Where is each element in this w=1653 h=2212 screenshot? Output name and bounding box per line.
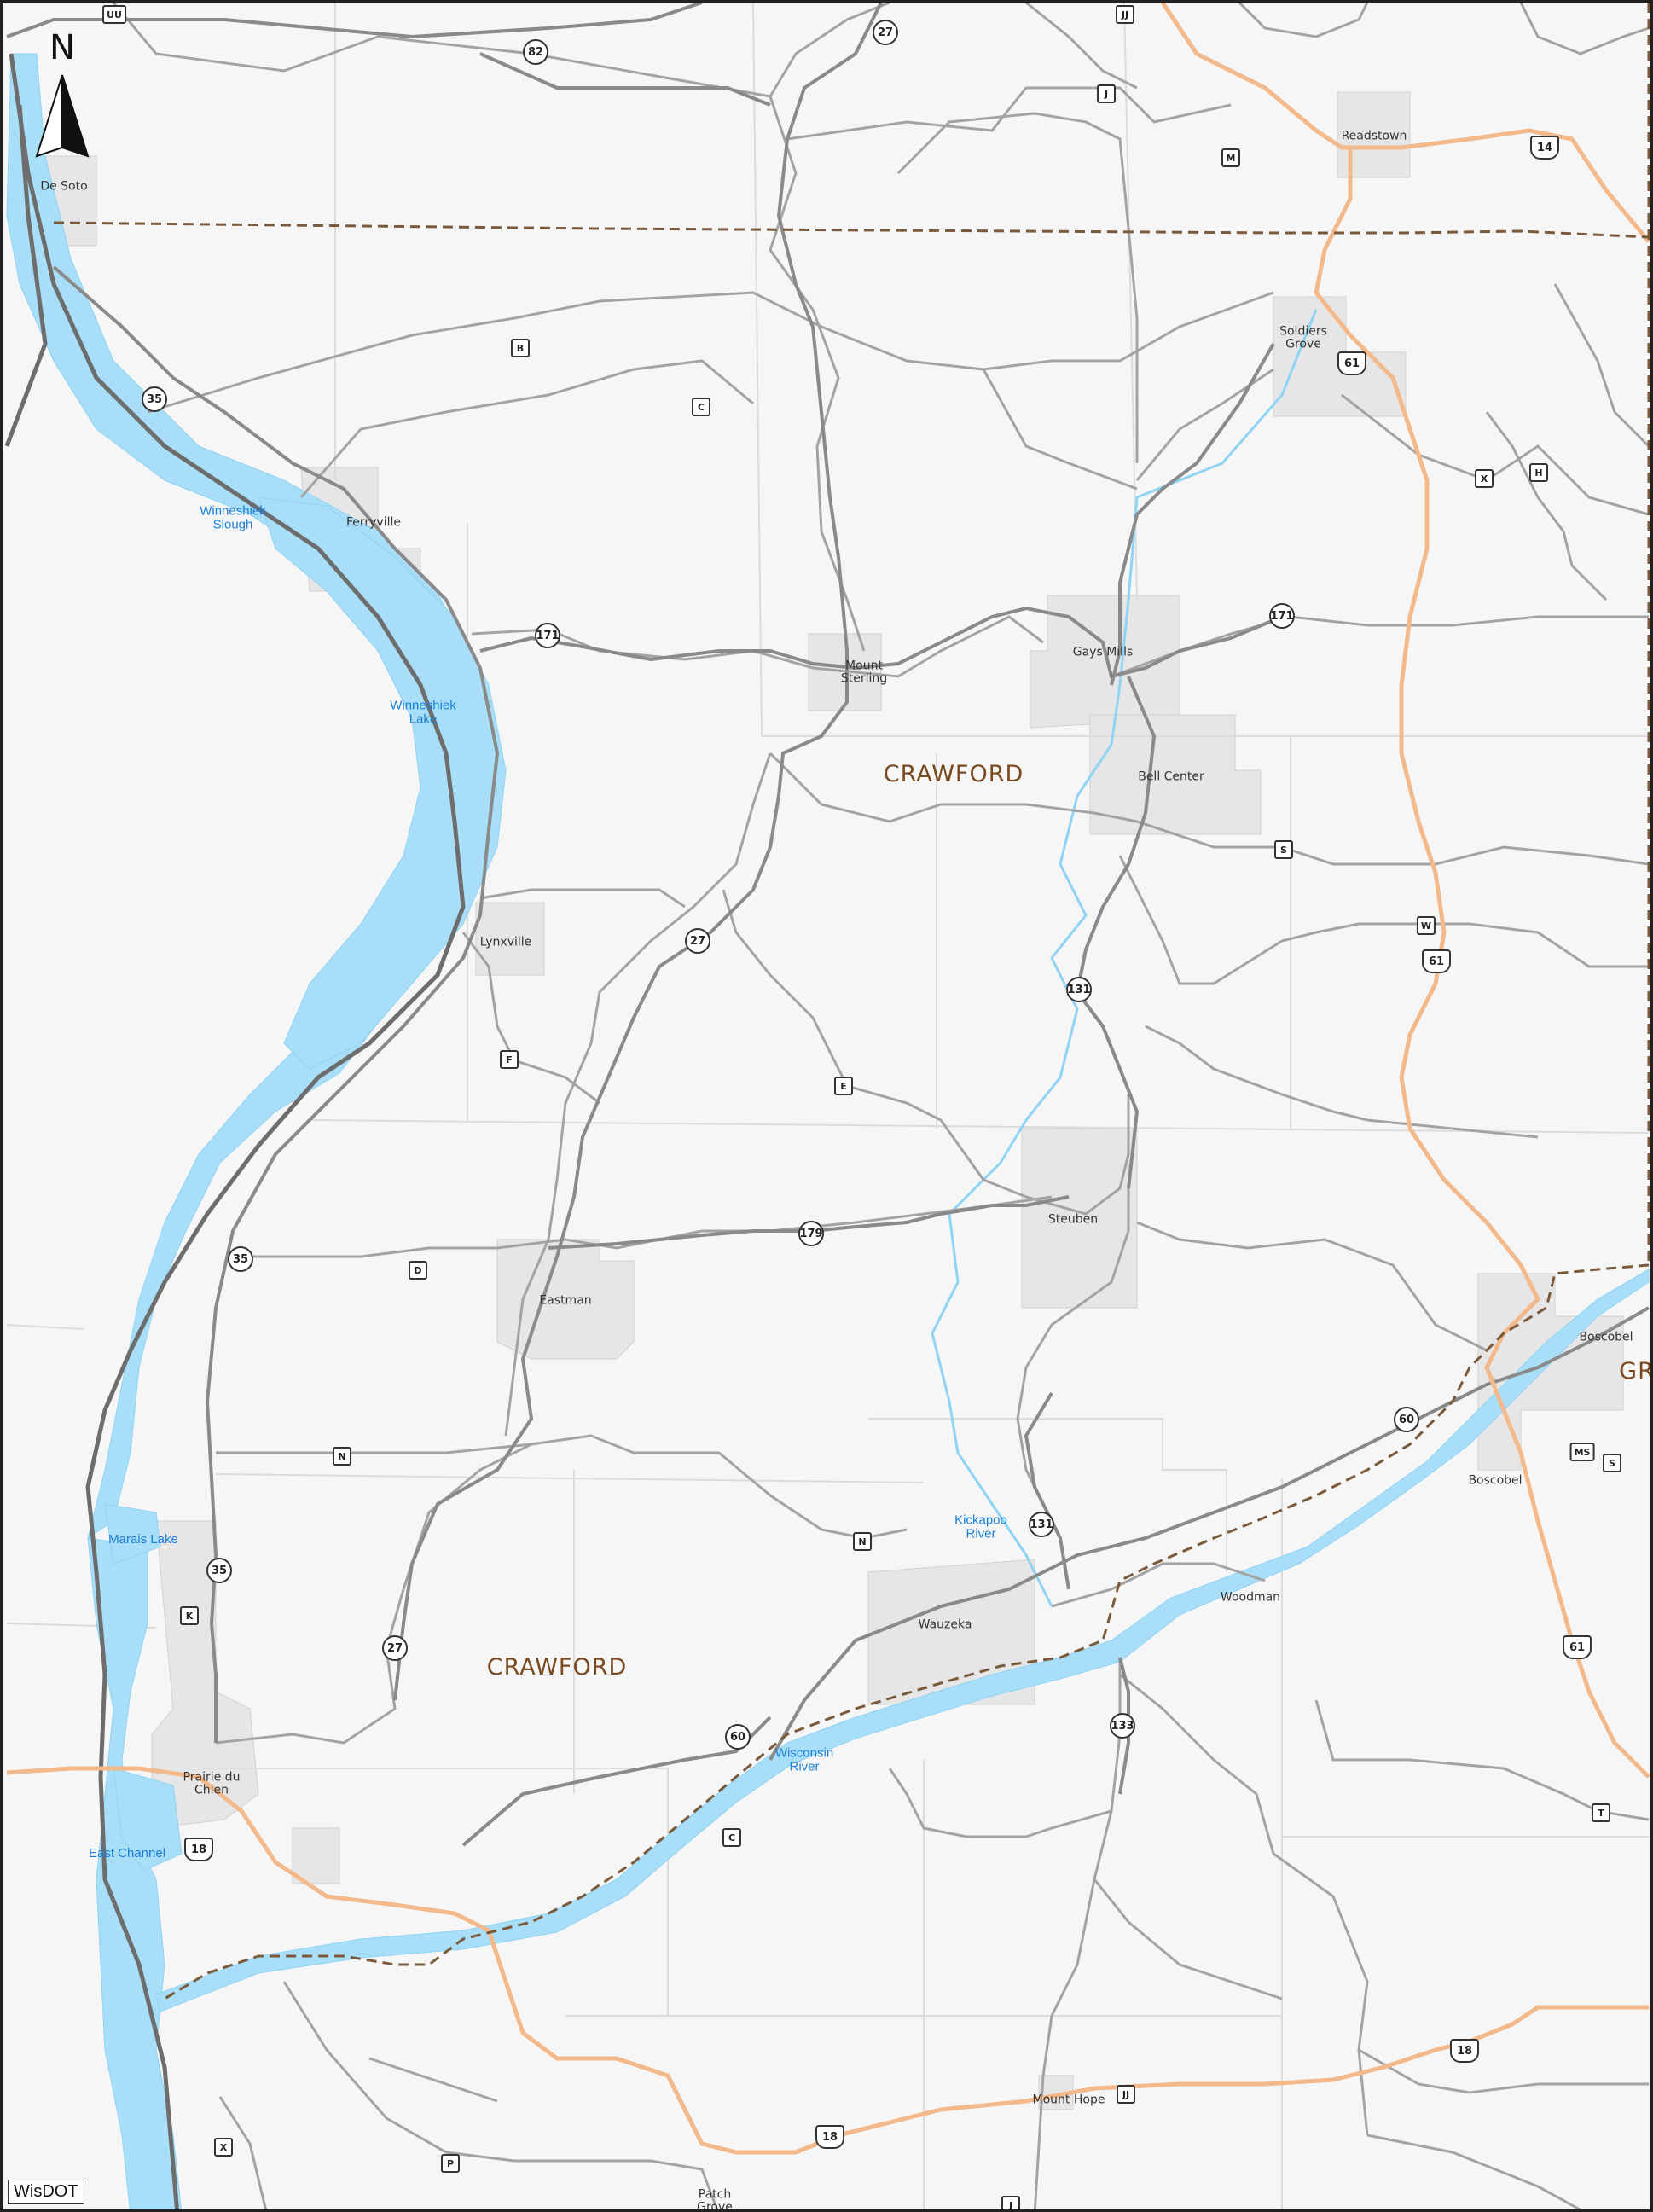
- state-route-shield: 131: [1029, 1512, 1054, 1537]
- state-route-shield: 131: [1066, 977, 1092, 1002]
- state-route-shield: 179: [798, 1221, 824, 1246]
- county-road-shield: JJ: [1116, 2085, 1135, 2104]
- county-road-shield: T: [1592, 1803, 1610, 1822]
- county-road-shield: X: [1475, 469, 1494, 488]
- north-arrow-letter: N: [49, 28, 75, 67]
- water-bodies: [6, 53, 1650, 2209]
- county-road-shield: W: [1416, 916, 1436, 935]
- state-route-shield: 35: [228, 1246, 253, 1272]
- us-route-shield: 61: [1563, 1635, 1592, 1659]
- state-route-shield: 60: [725, 1724, 751, 1750]
- town-label-boscobel-south: Boscobel: [1468, 1473, 1522, 1488]
- wisconsin-river-channel: [155, 1269, 1650, 2012]
- state-route-shield: 171: [1269, 603, 1295, 629]
- urban-area-wauzeka: [867, 1559, 1035, 1705]
- town-label-soldiers-grove: Soldiers Grove: [1279, 324, 1327, 351]
- winneshiek-lake: [258, 496, 507, 1070]
- county-road-shield: K: [180, 1606, 199, 1625]
- state-route-shield: 27: [382, 1635, 408, 1661]
- county-road-shield: B: [511, 339, 530, 357]
- township-lines: [6, 3, 1650, 2209]
- source-credit: WisDOT: [8, 2180, 84, 2204]
- county-road-shield: C: [722, 1828, 741, 1847]
- town-label-patch-grove: Patch Grove: [697, 2187, 733, 2212]
- water-label-wisconsin-river: Wisconsin River: [774, 1745, 834, 1774]
- town-label-de-soto: De Soto: [40, 179, 88, 194]
- us-route-shield: 14: [1530, 136, 1559, 160]
- map-canvas: [4, 3, 1650, 2209]
- state-route-shield: 60: [1394, 1407, 1419, 1432]
- town-label-lynxville: Lynxville: [479, 935, 532, 949]
- urban-area-prairie-south: [292, 1827, 340, 1884]
- north-arrow: N: [28, 28, 96, 165]
- county-road-shield: N: [333, 1447, 351, 1466]
- local-roads: [112, 3, 1650, 2209]
- county-road-shield: MS: [1569, 1443, 1595, 1461]
- town-label-mount-hope: Mount Hope: [1032, 2093, 1105, 2107]
- county-road-shield: J: [1097, 84, 1116, 103]
- state-route-shield: 35: [142, 386, 167, 412]
- urban-area-prairie-du-chien: [151, 1520, 259, 1829]
- railroads: [4, 53, 466, 2209]
- kickapoo-river: [931, 309, 1318, 1607]
- town-label-bell-center: Bell Center: [1138, 769, 1204, 784]
- county-road-shield: UU: [102, 5, 126, 24]
- town-label-wauzeka: Wauzeka: [918, 1617, 972, 1632]
- us-route-shield: 18: [184, 1838, 213, 1861]
- us-route-shield: 61: [1337, 351, 1366, 375]
- us-highways: [6, 3, 1650, 2155]
- county-road-shield: H: [1529, 463, 1548, 482]
- state-route-shield: 171: [535, 623, 560, 648]
- town-label-readstown: Readstown: [1341, 129, 1407, 143]
- us-route-shield: 18: [815, 2125, 844, 2149]
- county-road-shield: S: [1603, 1454, 1621, 1472]
- county-road-shield: N: [853, 1532, 872, 1551]
- town-label-steuben: Steuben: [1047, 1212, 1099, 1227]
- county-road-shield: C: [692, 398, 710, 416]
- county-road-shield: P: [441, 2154, 460, 2173]
- town-label-ferryville: Ferryville: [345, 515, 402, 530]
- north-arrow-icon: [35, 74, 90, 158]
- state-route-shield: 27: [873, 20, 898, 45]
- urban-area-readstown: [1337, 91, 1411, 178]
- town-label-woodman: Woodman: [1220, 1590, 1281, 1605]
- county-label-crawford-north: CRAWFORD: [883, 760, 1024, 787]
- east-channel: [113, 1768, 183, 1872]
- town-label-mount-sterling: Mount Sterling: [840, 659, 888, 685]
- state-route-shield: 82: [523, 39, 548, 65]
- county-road-shield: E: [834, 1077, 853, 1095]
- urban-area-gays-mills: [1030, 595, 1180, 729]
- state-route-shield: 27: [685, 928, 710, 954]
- county-lines: [53, 3, 1650, 2000]
- marais-lake: [104, 1503, 161, 1565]
- urban-area-bell-center: [1089, 714, 1262, 835]
- county-label-crawford-south: CRAWFORD: [486, 1653, 628, 1681]
- us-route-shield: 61: [1422, 949, 1451, 973]
- state-route-shield: 133: [1110, 1713, 1135, 1739]
- town-label-boscobel-north: Boscobel: [1579, 1330, 1633, 1344]
- county-road-shield: S: [1274, 840, 1293, 859]
- county-road-shield: M: [1221, 148, 1240, 167]
- water-label-winneshiek-lake: Winneshiek Lake: [390, 698, 456, 726]
- water-label-east-channel: East Channel: [88, 1846, 166, 1861]
- state-route-shield: 35: [206, 1558, 232, 1583]
- county-road-shield: JJ: [1116, 5, 1134, 24]
- county-road-shield: D: [409, 1261, 427, 1280]
- county-label-grant: GR: [1619, 1357, 1653, 1385]
- town-label-eastman: Eastman: [539, 1293, 592, 1308]
- water-label-kickapoo-river: Kickapoo River: [954, 1512, 1007, 1541]
- town-label-prairie-du-chien: Prairie du Chien: [183, 1770, 241, 1797]
- county-road-shield: X: [214, 2138, 233, 2157]
- county-road-shield: J: [1001, 2196, 1020, 2209]
- water-label-marais-lake: Marais Lake: [108, 1532, 178, 1547]
- water-label-winneshiek-slough: Winneshiek Slough: [200, 503, 266, 531]
- town-label-gays-mills: Gays Mills: [1072, 645, 1134, 659]
- us-route-shield: 18: [1450, 2039, 1479, 2063]
- county-road-shield: F: [500, 1050, 519, 1069]
- state-highways: [6, 3, 1650, 1847]
